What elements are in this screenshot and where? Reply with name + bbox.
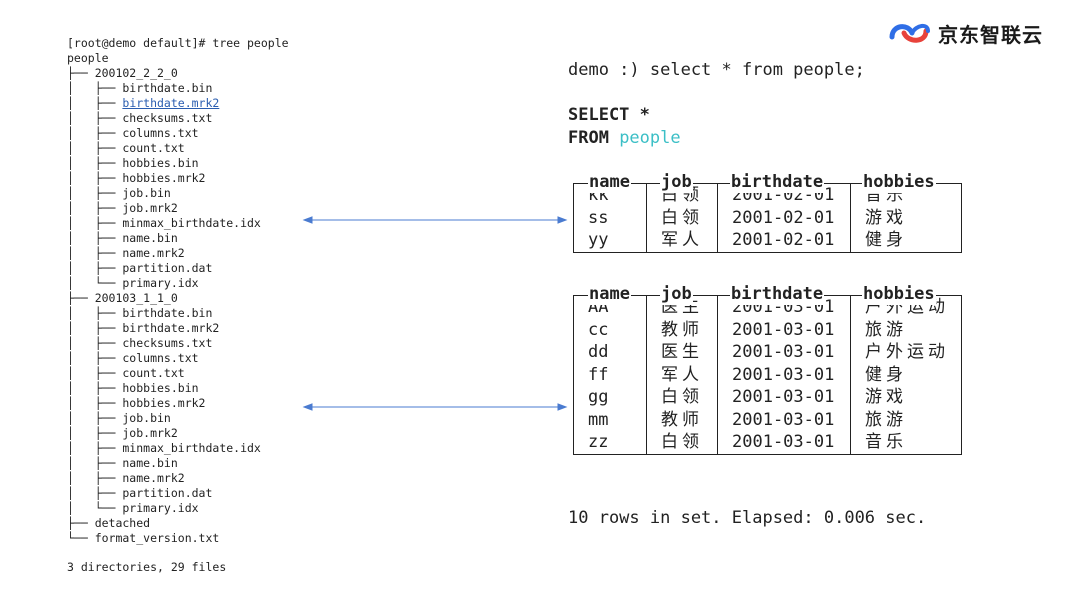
tree-lines: people├── 200102_2_2_0│ ├── birthdate.bi… xyxy=(67,51,289,546)
table-cell-birthdate: 2001-02-01 xyxy=(717,229,851,253)
tree-line: │ ├── count.txt xyxy=(67,366,185,380)
column-header-job: job xyxy=(660,283,693,305)
tree-line: │ ├── partition.dat xyxy=(67,486,213,500)
column-header-job: job xyxy=(660,171,693,193)
table-cell-job: 教师 xyxy=(646,408,718,431)
table-cell-name: dd xyxy=(573,341,647,364)
tree-line: ├── detached xyxy=(67,516,151,530)
table-cell-birthdate: 2001-03-01 xyxy=(717,363,851,386)
table-cell-name: ss xyxy=(573,206,647,229)
tree-line: │ ├── job.mrk2 xyxy=(67,201,178,215)
tree-line: │ ├── checksums.txt xyxy=(67,336,213,350)
tree-line: │ ├── job.bin xyxy=(67,186,171,200)
brand-logo: 京东智联云 xyxy=(886,18,1043,48)
table-cell-name: yy xyxy=(573,229,647,253)
tree-line: ├── 200102_2_2_0 xyxy=(67,66,178,80)
brand-logo-icon xyxy=(889,24,930,43)
tree-line: people xyxy=(67,51,109,65)
table-cell-job: 白领 xyxy=(646,431,718,455)
table-cell-hobbies: 游戏 xyxy=(850,386,962,409)
tree-line: │ ├── name.bin xyxy=(67,456,178,470)
tree-line: └── format_version.txt xyxy=(67,531,220,545)
table-cell-hobbies: 健身 xyxy=(850,363,962,386)
tree-line: │ ├── count.txt xyxy=(67,141,185,155)
tree-line: │ ├── birthdate.bin xyxy=(67,306,213,320)
column-header-hobbies: hobbies xyxy=(862,283,936,305)
table-cell-hobbies: 旅游 xyxy=(850,408,962,431)
tree-line: │ ├── birthdate.mrk2 xyxy=(67,321,220,335)
column-header-name: name xyxy=(588,171,631,193)
tree-line: │ ├── hobbies.mrk2 xyxy=(67,396,206,410)
tree-line: │ ├── birthdate.bin xyxy=(67,81,213,95)
table-cell-birthdate: 2001-03-01 xyxy=(717,431,851,455)
arrow-partition-1 xyxy=(302,216,568,224)
table-cell-hobbies: 健身 xyxy=(850,229,962,253)
console-prompt: demo :) select * from people; xyxy=(568,60,865,80)
tree-line: ├── 200103_1_1_0 xyxy=(67,291,178,305)
column-header-name: name xyxy=(588,283,631,305)
tree-line: │ ├── checksums.txt xyxy=(67,111,213,125)
column-header-hobbies: hobbies xyxy=(862,171,936,193)
tree-line: │ ├── name.bin xyxy=(67,231,178,245)
table-cell-job: 教师 xyxy=(646,318,718,341)
arrow-partition-2 xyxy=(302,403,568,411)
sql-from-keyword: FROM xyxy=(568,128,620,148)
tree-line: │ ├── job.bin xyxy=(67,411,171,425)
tree-line: │ ├── hobbies.bin xyxy=(67,381,199,395)
table-cell-hobbies: 游戏 xyxy=(850,206,962,229)
tree-line: │ ├── job.mrk2 xyxy=(67,426,178,440)
tree-line: │ ├── columns.txt xyxy=(67,351,199,365)
table-cell-job: 白领 xyxy=(646,206,718,229)
table-cell-hobbies: 旅游 xyxy=(850,318,962,341)
tree-summary: 3 directories, 29 files xyxy=(67,560,227,574)
column-header-birthdate: birthdate xyxy=(730,283,825,305)
tree-line: │ └── primary.idx xyxy=(67,501,199,515)
brand-name: 京东智联云 xyxy=(938,22,1043,47)
table-cell-name: gg xyxy=(573,386,647,409)
table-cell-name: ff xyxy=(573,363,647,386)
table-cell-birthdate: 2001-03-01 xyxy=(717,408,851,431)
tree-line: │ ├── name.mrk2 xyxy=(67,471,185,485)
table-cell-hobbies: 户外运动 xyxy=(850,341,962,364)
table-cell-hobbies: 音乐 xyxy=(850,431,962,455)
tree-line: │ ├── hobbies.mrk2 xyxy=(67,171,206,185)
table-cell-birthdate: 2001-03-01 xyxy=(717,386,851,409)
table-cell-name: mm xyxy=(573,408,647,431)
tree-line: │ ├── minmax_birthdate.idx xyxy=(67,216,261,230)
tree-line: │ ├── partition.dat xyxy=(67,261,213,275)
tree-line: │ ├── minmax_birthdate.idx xyxy=(67,441,261,455)
tree-line: │ ├── columns.txt xyxy=(67,126,199,140)
tree-line: │ ├── hobbies.bin xyxy=(67,156,199,170)
file-link[interactable]: birthdate.mrk2 xyxy=(122,96,220,110)
tree-line: │ ├── name.mrk2 xyxy=(67,246,185,260)
result-footer: 10 rows in set. Elapsed: 0.006 sec. xyxy=(568,508,927,528)
tree-command: [root@demo default]# tree people xyxy=(67,36,289,50)
table-cell-name: cc xyxy=(573,318,647,341)
table-cell-birthdate: 2001-02-01 xyxy=(717,206,851,229)
sql-select: SELECT * xyxy=(568,105,650,125)
tree-branch: │ ├── xyxy=(67,96,123,110)
sql-from: FROM people xyxy=(568,128,681,148)
column-header-birthdate: birthdate xyxy=(730,171,825,193)
tree-line: │ └── primary.idx xyxy=(67,276,199,290)
tree-listing: [root@demo default]# tree people people├… xyxy=(67,36,289,546)
tree-line: │ ├── birthdate.mrk2 xyxy=(67,96,289,111)
table-cell-name: zz xyxy=(573,431,647,455)
table-cell-birthdate: 2001-03-01 xyxy=(717,318,851,341)
table-cell-birthdate: 2001-03-01 xyxy=(717,341,851,364)
table-cell-job: 白领 xyxy=(646,386,718,409)
sql-table-name: people xyxy=(619,128,681,148)
